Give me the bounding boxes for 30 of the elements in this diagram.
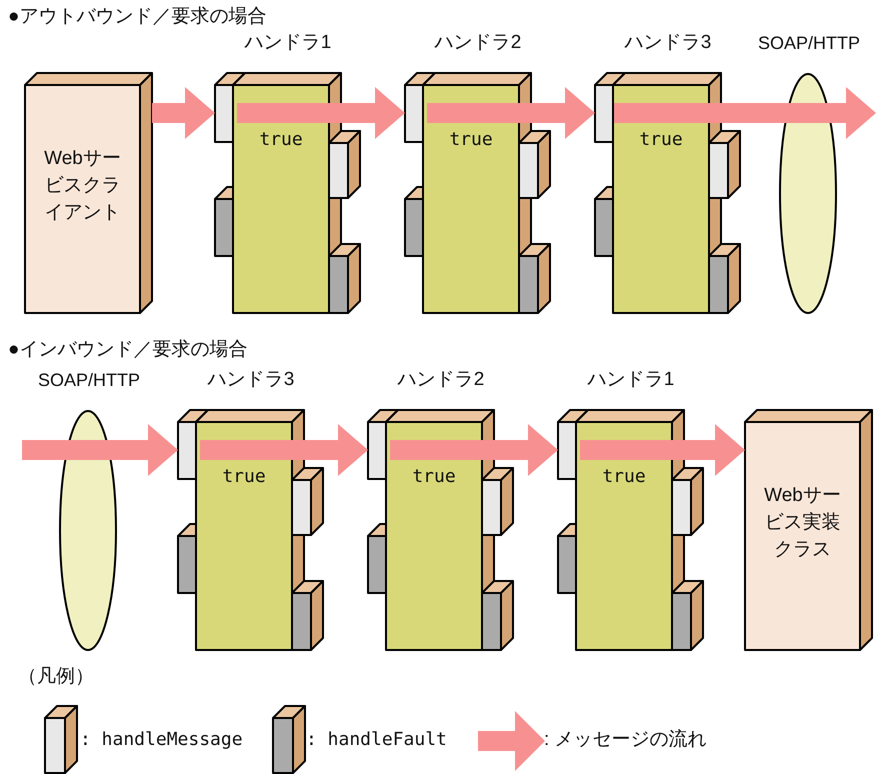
protocol-label: SOAP/HTTP [38, 369, 138, 391]
box-label: Webサービスクライアント [43, 147, 122, 225]
flow-arrow [614, 87, 876, 139]
handler-label: ハンドラ3 [206, 369, 296, 391]
flow-arrow [152, 87, 215, 139]
handler-label: ハンドラ2 [396, 369, 486, 391]
status-text: true [221, 466, 267, 488]
status-text: true [448, 129, 494, 151]
legend-text: : メッセージの流れ [544, 729, 707, 751]
handler-label: ハンドラ1 [244, 32, 332, 54]
section-heading: ●インバウンド／要求の場合 [8, 339, 248, 361]
flow-arrow [580, 424, 745, 476]
status-text: true [601, 466, 647, 488]
flow-arrow [237, 87, 405, 139]
handler-label: ハンドラ1 [586, 369, 676, 391]
flow-arrow [427, 87, 595, 139]
legend-text: : handleMessage [80, 729, 243, 751]
flow-arrow [390, 424, 558, 476]
box-label: Webサービス実装クラス [763, 484, 842, 562]
section-heading: ●アウトバウンド／要求の場合 [8, 6, 266, 28]
handler-label: ハンドラ2 [434, 32, 522, 54]
flow-arrow [200, 424, 368, 476]
legend-heading: （凡例） [18, 666, 94, 688]
flow-arrow [22, 424, 178, 476]
handler-label: ハンドラ3 [624, 32, 712, 54]
status-text: true [638, 129, 684, 151]
status-text: true [411, 466, 457, 488]
status-text: true [258, 129, 304, 151]
protocol-label: SOAP/HTTP [758, 32, 858, 54]
legend-text: : handleFault [306, 729, 447, 751]
